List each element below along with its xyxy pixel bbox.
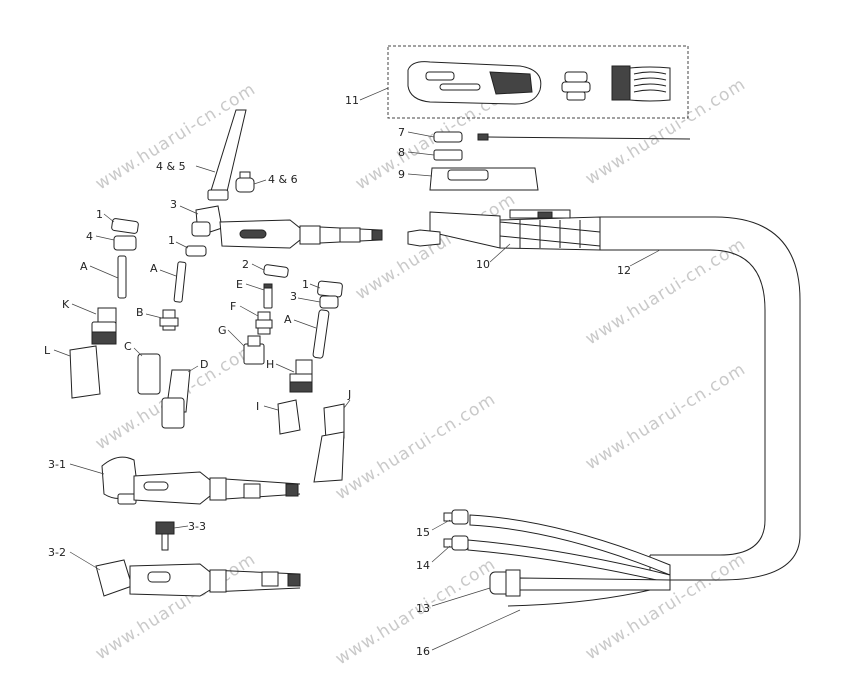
- label-C: C: [124, 340, 132, 353]
- label-2: 2: [242, 258, 249, 271]
- part-J-nozzle: [313, 403, 345, 483]
- label-3-3: 3-3: [188, 520, 206, 533]
- label-4-and-5: 4 & 5: [156, 160, 186, 173]
- parts-7-8-9: 7 8 9: [398, 126, 691, 191]
- label-3-1: 3-1: [48, 458, 66, 471]
- label-A-b: A: [150, 262, 158, 275]
- accessory-kit-box: [387, 45, 689, 119]
- short-back-cap: [235, 171, 255, 193]
- cable-connector-10: [407, 209, 601, 251]
- label-12: 12: [617, 264, 631, 277]
- tungsten-rod: [487, 136, 691, 140]
- label-D: D: [200, 358, 208, 371]
- label-9: 9: [398, 168, 405, 181]
- part-1b: [185, 245, 207, 257]
- label-4-and-6: 4 & 6: [268, 173, 298, 186]
- label-K: K: [62, 298, 70, 311]
- label-15: 15: [416, 526, 430, 539]
- label-1-b: 1: [168, 234, 175, 247]
- accessory-kit-group: 11: [345, 45, 689, 119]
- label-3-2: 3-2: [48, 546, 66, 559]
- part-K-body: [91, 307, 117, 345]
- label-1-a: 1: [96, 208, 103, 221]
- part-I-nozzle: [277, 399, 301, 435]
- label-A-c: A: [284, 313, 292, 326]
- label-10: 10: [476, 258, 490, 271]
- part-C-nozzle: [137, 353, 161, 395]
- label-3-upper: 3: [170, 198, 177, 211]
- label-G: G: [218, 324, 227, 337]
- cable-assembly: 10 12 15 14 13 16: [407, 209, 801, 658]
- watermark: www.huarui-cn.com: [582, 359, 749, 474]
- label-1-c: 1: [302, 278, 309, 291]
- part-2: [263, 264, 289, 278]
- torch-upper: 4 & 5 4 & 6 3: [156, 109, 383, 249]
- cable-sheath-inner: [600, 249, 766, 556]
- fitting-13: [489, 569, 521, 597]
- label-16: 16: [416, 645, 430, 658]
- parts-right-column: 1 3 A H I J: [256, 278, 351, 483]
- grip-slot: [425, 71, 455, 81]
- part-8-collet: [433, 149, 463, 161]
- label-B: B: [136, 306, 144, 319]
- part-Ab-collet: [173, 261, 187, 303]
- label-14: 14: [416, 559, 430, 572]
- parts-center-column: 1 A B C D: [124, 234, 208, 429]
- part-Aa-collet: [117, 255, 127, 299]
- part-1c: [317, 280, 343, 298]
- label-E: E: [236, 278, 243, 291]
- grip-slot-2: [439, 83, 481, 91]
- torch-3-2: 3-2: [48, 546, 301, 597]
- grip-texture: [489, 71, 533, 95]
- label-4-a: 4: [86, 230, 93, 243]
- part-4a: [113, 235, 137, 251]
- parts-left-column: 1 4 A K L: [44, 208, 139, 399]
- part-Ac-collet: [312, 309, 330, 359]
- cable-hoses-bottom: [443, 509, 671, 607]
- fitting-14: [443, 535, 469, 551]
- label-J: J: [347, 388, 351, 401]
- label-3-b: 3: [290, 290, 297, 303]
- label-L: L: [44, 344, 51, 357]
- label-F: F: [230, 300, 236, 313]
- part-H-body: [289, 359, 313, 393]
- label-7: 7: [398, 126, 405, 139]
- part-B-body: [159, 309, 179, 331]
- label-I: I: [256, 400, 259, 413]
- watermark: www.huarui-cn.com: [332, 389, 499, 504]
- part-F: [255, 311, 273, 335]
- part-3b: [319, 295, 339, 309]
- knuckle-part: [561, 71, 591, 101]
- part-7-cap: [433, 131, 463, 143]
- cable-sheath-outer: [600, 216, 801, 581]
- part-1a: [111, 218, 139, 234]
- fitting-15: [443, 509, 469, 525]
- label-11: 11: [345, 94, 359, 107]
- label-8: 8: [398, 146, 405, 159]
- parts-right-center: 2 E F G: [218, 258, 289, 365]
- part-L-nozzle: [69, 345, 101, 399]
- torch-3-1: 3-1: [48, 456, 301, 505]
- part-3-3-knob: 3-3: [155, 520, 206, 551]
- label-13: 13: [416, 602, 430, 615]
- part-G: [243, 335, 265, 365]
- spring-boot: [611, 65, 671, 102]
- label-H: H: [266, 358, 274, 371]
- label-A-a: A: [80, 260, 88, 273]
